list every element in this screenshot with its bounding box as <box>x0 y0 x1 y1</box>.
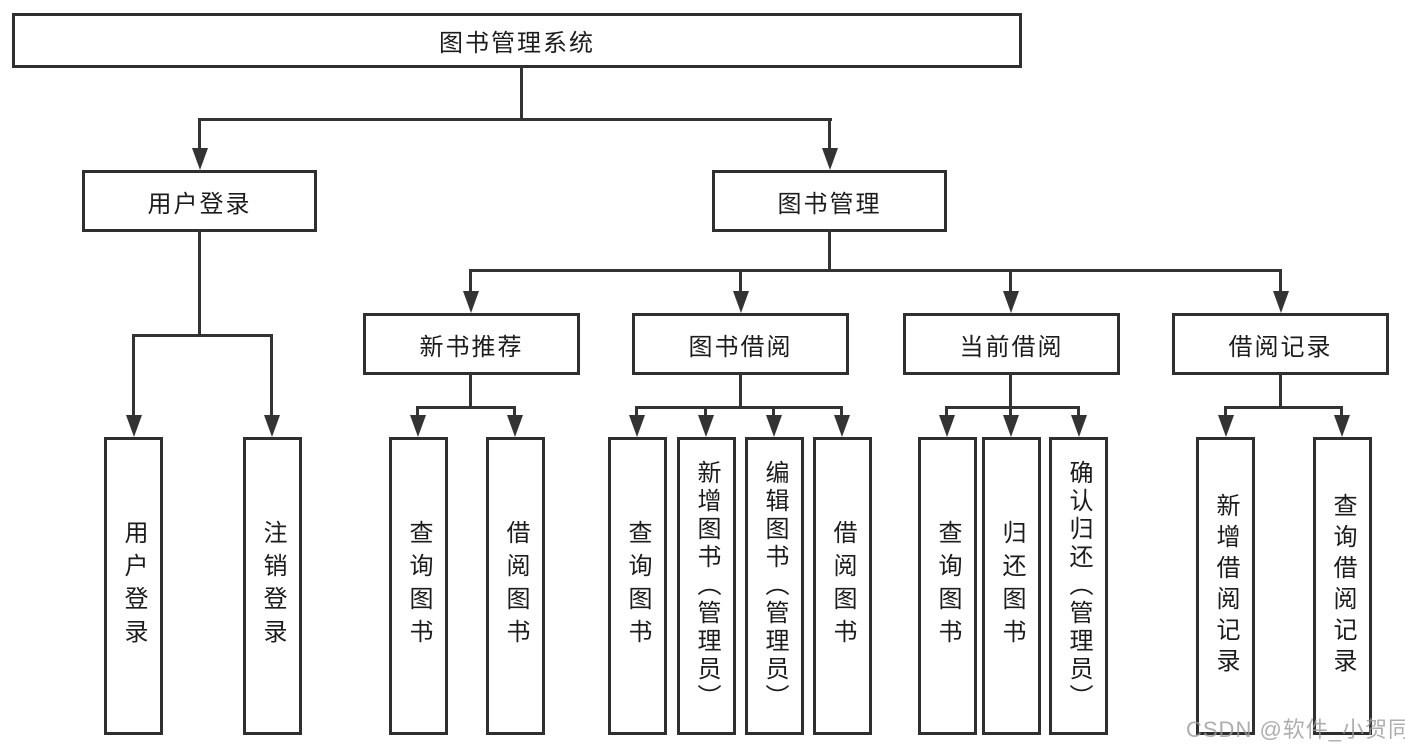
arrow-down-icon <box>822 148 838 170</box>
arrow-down-icon <box>766 415 782 437</box>
csdn-watermark: CSDN @软件_小贺同学 <box>1186 717 1405 742</box>
node-label: 图书借阅 <box>688 333 793 361</box>
node-label: 借阅图书 <box>502 520 529 652</box>
arrow-down-icon <box>698 415 714 437</box>
node-label: 查询借阅记录 <box>1329 493 1356 679</box>
connector-line <box>198 230 201 337</box>
node-label: 查询图书 <box>624 520 651 652</box>
connector-line <box>635 406 638 419</box>
connector-line <box>772 406 775 419</box>
connector-line <box>704 406 707 419</box>
connector-line <box>945 406 1080 409</box>
arrow-down-icon <box>629 415 645 437</box>
arrow-down-icon <box>1218 415 1234 437</box>
node-label: 图书管理 <box>777 190 882 218</box>
connector-line <box>520 66 523 121</box>
node-label: 新增借阅记录 <box>1212 493 1239 679</box>
node-book-management: 图书管理 <box>712 170 947 232</box>
node-borrow-books: 借阅图书 <box>813 437 872 735</box>
connector-line <box>828 230 831 272</box>
node-borrowing-records: 借阅记录 <box>1172 313 1389 375</box>
node-new-book-recommendation: 新书推荐 <box>363 313 580 375</box>
connector-line <box>416 406 516 409</box>
connector-line <box>828 118 831 154</box>
connector-line <box>469 269 472 295</box>
connector-line <box>513 406 516 419</box>
connector-line <box>469 373 472 409</box>
arrow-down-icon <box>126 415 142 437</box>
node-label: 用户登录 <box>120 520 147 652</box>
node-current-borrowing: 当前借阅 <box>903 313 1120 375</box>
connector-line <box>1009 269 1012 295</box>
node-edit-books-admin: 编辑图书（管理员） <box>745 437 804 735</box>
connector-line <box>469 269 1282 272</box>
node-confirm-return-admin: 确认归还（管理员） <box>1049 437 1108 735</box>
connector-line <box>739 269 742 295</box>
arrow-down-icon <box>939 415 955 437</box>
node-label: 图书管理系统 <box>439 30 595 57</box>
connector-line <box>1224 406 1343 409</box>
arrow-down-icon <box>1273 291 1289 313</box>
connector-line <box>945 406 948 419</box>
arrow-down-icon <box>1071 415 1087 437</box>
node-label: 确认归还（管理员） <box>1065 460 1092 712</box>
node-query-books-borrowing: 查询图书 <box>608 437 667 735</box>
arrow-down-icon <box>463 291 479 313</box>
connector-line <box>840 406 843 419</box>
connector-line <box>1077 406 1080 419</box>
connector-line <box>1340 406 1343 419</box>
node-book-borrowing: 图书借阅 <box>632 313 849 375</box>
node-label: 注销登录 <box>259 520 286 652</box>
node-label: 查询图书 <box>405 520 432 652</box>
node-borrow-books-recommend: 借阅图书 <box>486 437 545 735</box>
arrow-down-icon <box>410 415 426 437</box>
arrow-down-icon <box>733 291 749 313</box>
connector-line <box>739 373 742 409</box>
connector-line <box>132 334 273 337</box>
node-logout: 注销登录 <box>243 437 302 735</box>
node-query-books-current: 查询图书 <box>918 437 977 735</box>
arrow-down-icon <box>507 415 523 437</box>
connector-line <box>1224 406 1227 419</box>
node-query-books-recommend: 查询图书 <box>389 437 448 735</box>
node-label: 新增图书（管理员） <box>693 460 720 712</box>
connector-line <box>1279 269 1282 295</box>
node-user-login: 用户登录 <box>82 170 317 232</box>
arrow-down-icon <box>1003 415 1019 437</box>
connector-line <box>199 118 832 121</box>
node-label: 借阅记录 <box>1228 333 1333 361</box>
node-label: 查询图书 <box>934 520 961 652</box>
arrow-down-icon <box>192 148 208 170</box>
node-label: 新书推荐 <box>419 333 524 361</box>
node-return-books: 归还图书 <box>982 437 1041 735</box>
connector-line <box>1009 406 1012 419</box>
node-add-books-admin: 新增图书（管理员） <box>677 437 736 735</box>
node-user-login-leaf: 用户登录 <box>104 437 163 735</box>
arrow-down-icon <box>834 415 850 437</box>
node-query-borrowing-record: 查询借阅记录 <box>1313 437 1372 735</box>
arrow-down-icon <box>264 415 280 437</box>
connector-line <box>635 406 843 409</box>
node-library-management-system: 图书管理系统 <box>12 13 1022 68</box>
node-label: 编辑图书（管理员） <box>761 460 788 712</box>
node-label: 当前借阅 <box>959 333 1064 361</box>
connector-line <box>270 334 273 419</box>
connector-line <box>132 334 135 419</box>
arrow-down-icon <box>1334 415 1350 437</box>
node-label: 借阅图书 <box>829 520 856 652</box>
node-label: 归还图书 <box>998 520 1025 652</box>
arrow-down-icon <box>1003 291 1019 313</box>
node-label: 用户登录 <box>147 190 252 218</box>
connector-line <box>1009 373 1012 409</box>
node-add-borrowing-record: 新增借阅记录 <box>1196 437 1255 735</box>
connector-line <box>1279 373 1282 409</box>
connector-line <box>416 406 419 419</box>
connector-line <box>198 118 201 154</box>
